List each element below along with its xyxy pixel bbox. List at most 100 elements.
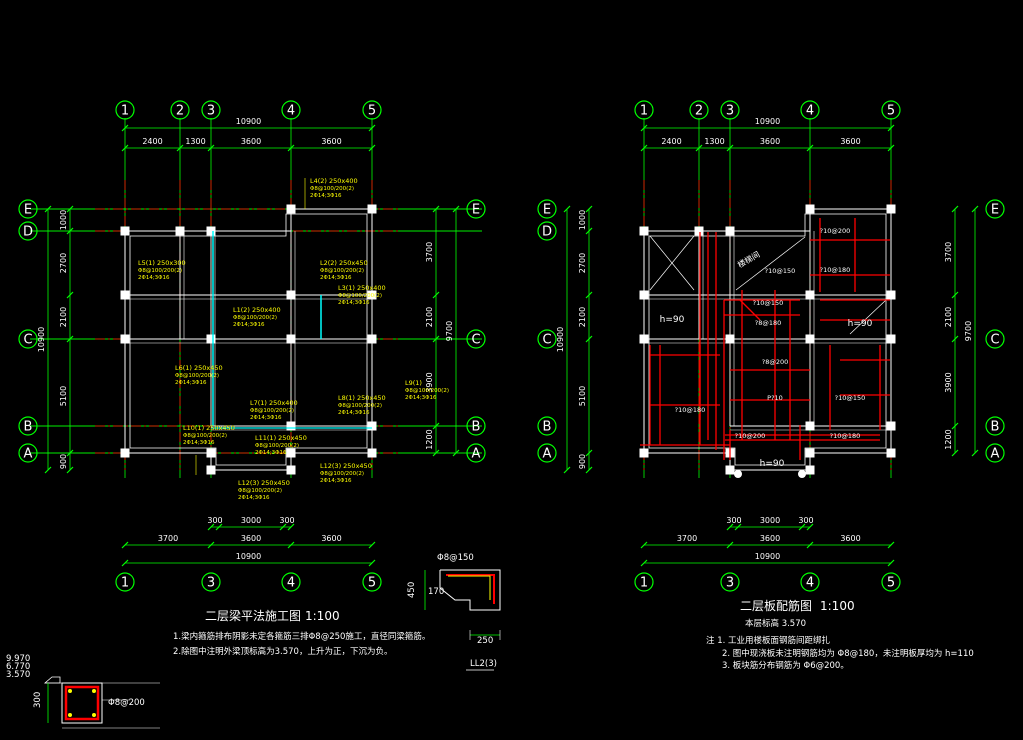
dim-tick bbox=[207, 144, 215, 152]
right-axis-top-2-circle bbox=[689, 100, 709, 120]
section-bar bbox=[68, 713, 72, 717]
right-slab-label: h=90 bbox=[760, 459, 785, 469]
left-column bbox=[120, 448, 130, 458]
right-dim-bottom-span: 3700 bbox=[677, 534, 697, 543]
right-axis-right-C-label: C bbox=[990, 333, 999, 348]
left-axis-top-3-label: 3 bbox=[207, 104, 215, 119]
dim-tick bbox=[368, 541, 376, 549]
left-beam-label: L9(1) bbox=[405, 379, 422, 387]
left-beam-label: L1(2) 250x400 bbox=[233, 306, 281, 314]
right-axis-left-D-label: D bbox=[542, 225, 552, 240]
right-porch-column bbox=[734, 470, 742, 478]
dim-tick bbox=[887, 144, 895, 152]
dim-tick bbox=[951, 449, 959, 457]
left-dim-left-span: 5100 bbox=[59, 386, 68, 406]
section-level-1: 9.970 bbox=[6, 654, 30, 664]
right-column bbox=[805, 421, 815, 431]
left-column bbox=[120, 334, 130, 344]
left-beam-label: L11(1) 250x450 bbox=[255, 434, 307, 442]
left-axis-bottom-1-circle bbox=[115, 572, 135, 592]
dim-tick bbox=[585, 205, 593, 213]
left-beam-label: L10(1) 250x450 bbox=[183, 424, 235, 432]
left-beam-label: L12(3) 250x450 bbox=[238, 479, 290, 487]
right-axis-top-4-circle bbox=[800, 100, 820, 120]
left-axis-top-1-label: 1 bbox=[121, 104, 129, 119]
wall-layer bbox=[43, 204, 896, 729]
left-beam-label: L7(1) 250x400 bbox=[250, 399, 298, 407]
section-level-marker bbox=[43, 676, 61, 684]
left-column bbox=[120, 290, 130, 300]
right-axis-right-B-label: B bbox=[991, 420, 1000, 435]
dim-tick bbox=[951, 291, 959, 299]
right-dim-top-total-text: 10900 bbox=[755, 117, 780, 126]
detail-dim-w: 250 bbox=[477, 636, 493, 646]
left-axis-top-4-circle bbox=[281, 100, 301, 120]
left-column bbox=[206, 465, 216, 475]
right-axis-left-E-circle bbox=[537, 199, 557, 219]
left-beam-rebar: 2Φ14;3Φ16 bbox=[405, 395, 437, 401]
right-axis-bottom-4-circle bbox=[800, 572, 820, 592]
left-axis-top-5-circle bbox=[362, 100, 382, 120]
left-beam-label: L12(3) 250x450 bbox=[320, 462, 372, 470]
left-dim-right-span: 3900 bbox=[425, 372, 434, 392]
left-beam-stirrup: Φ8@100/200(2) bbox=[320, 268, 364, 274]
text-layer: 二层梁平法施工图 1:100 1.梁内箍筋排布阴影未定各箍筋三排Φ8@250施工… bbox=[6, 104, 1000, 709]
left-axis-bottom-4-circle bbox=[281, 572, 301, 592]
right-dim-bottom-span: 3600 bbox=[760, 534, 780, 543]
right-outer-wall bbox=[643, 208, 892, 471]
left-dim-top-span: 2400 bbox=[142, 137, 162, 146]
left-axis-left-C-label: C bbox=[23, 333, 32, 348]
right-axis-bottom-4-label: 4 bbox=[806, 576, 814, 591]
right-dim-right-span: 3700 bbox=[944, 242, 953, 262]
right-rebar-label: ?10@180 bbox=[820, 266, 851, 274]
right-column bbox=[805, 448, 815, 458]
left-beam-stirrup: Φ8@100/200(2) bbox=[320, 471, 364, 477]
left-dim-left-span: 1000 bbox=[59, 210, 68, 230]
section-bar bbox=[92, 713, 96, 717]
dim-tick bbox=[734, 523, 742, 531]
dim-tick bbox=[951, 335, 959, 343]
dim-tick bbox=[121, 541, 129, 549]
right-dim-right-span: 2100 bbox=[944, 307, 953, 327]
right-column bbox=[725, 226, 735, 236]
dim-tick bbox=[368, 559, 376, 567]
dim-tick bbox=[563, 205, 571, 213]
dim-tick bbox=[806, 541, 814, 549]
dim-tick bbox=[695, 144, 703, 152]
left-axis-bottom-5-circle bbox=[362, 572, 382, 592]
right-axis-bottom-1-circle bbox=[634, 572, 654, 592]
right-axis-right-A-label: A bbox=[991, 447, 1000, 462]
right-rebar-label: ?10@180 bbox=[830, 432, 861, 440]
left-column bbox=[367, 290, 377, 300]
dim-tick bbox=[971, 205, 979, 213]
right-column bbox=[639, 290, 649, 300]
rebar-layer bbox=[640, 218, 890, 460]
right-plan-note-1: 注 1. 工业用楼板面钢筋间距绑扎 bbox=[706, 635, 831, 646]
left-axis-top-5-label: 5 bbox=[368, 104, 376, 119]
right-axis-right-B-circle bbox=[985, 416, 1005, 436]
dim-tick bbox=[726, 523, 734, 531]
left-axis-left-B-label: B bbox=[24, 420, 33, 435]
right-axis-top-4-label: 4 bbox=[806, 104, 814, 119]
right-axis-right-E-circle bbox=[985, 199, 1005, 219]
left-axis-top-1-circle bbox=[115, 100, 135, 120]
dim-tick bbox=[640, 541, 648, 549]
section-stirrup bbox=[64, 685, 100, 721]
left-axis-bottom-1-label: 1 bbox=[121, 576, 129, 591]
left-dim-left-span: 900 bbox=[59, 454, 68, 469]
dim-tick bbox=[215, 523, 223, 531]
right-axis-top-3-label: 3 bbox=[726, 104, 734, 119]
dim-tick bbox=[563, 466, 571, 474]
left-beam-label: L3(1) 250x400 bbox=[338, 284, 386, 292]
dim-tick bbox=[368, 144, 376, 152]
right-dim-detail-3: 300 bbox=[798, 516, 813, 525]
right-dim-top-span: 1300 bbox=[704, 137, 724, 146]
left-axis-right-C-label: C bbox=[471, 333, 480, 348]
left-dim-top-total-text: 10900 bbox=[236, 117, 261, 126]
right-axis-top-2-label: 2 bbox=[695, 104, 703, 119]
right-plan-scale: 1:100 bbox=[820, 599, 855, 613]
right-axis-right-E-label: E bbox=[991, 203, 999, 218]
right-dim-left-span: 2100 bbox=[578, 307, 587, 327]
left-beam-rebar: 2Φ14;3Φ16 bbox=[255, 450, 287, 456]
